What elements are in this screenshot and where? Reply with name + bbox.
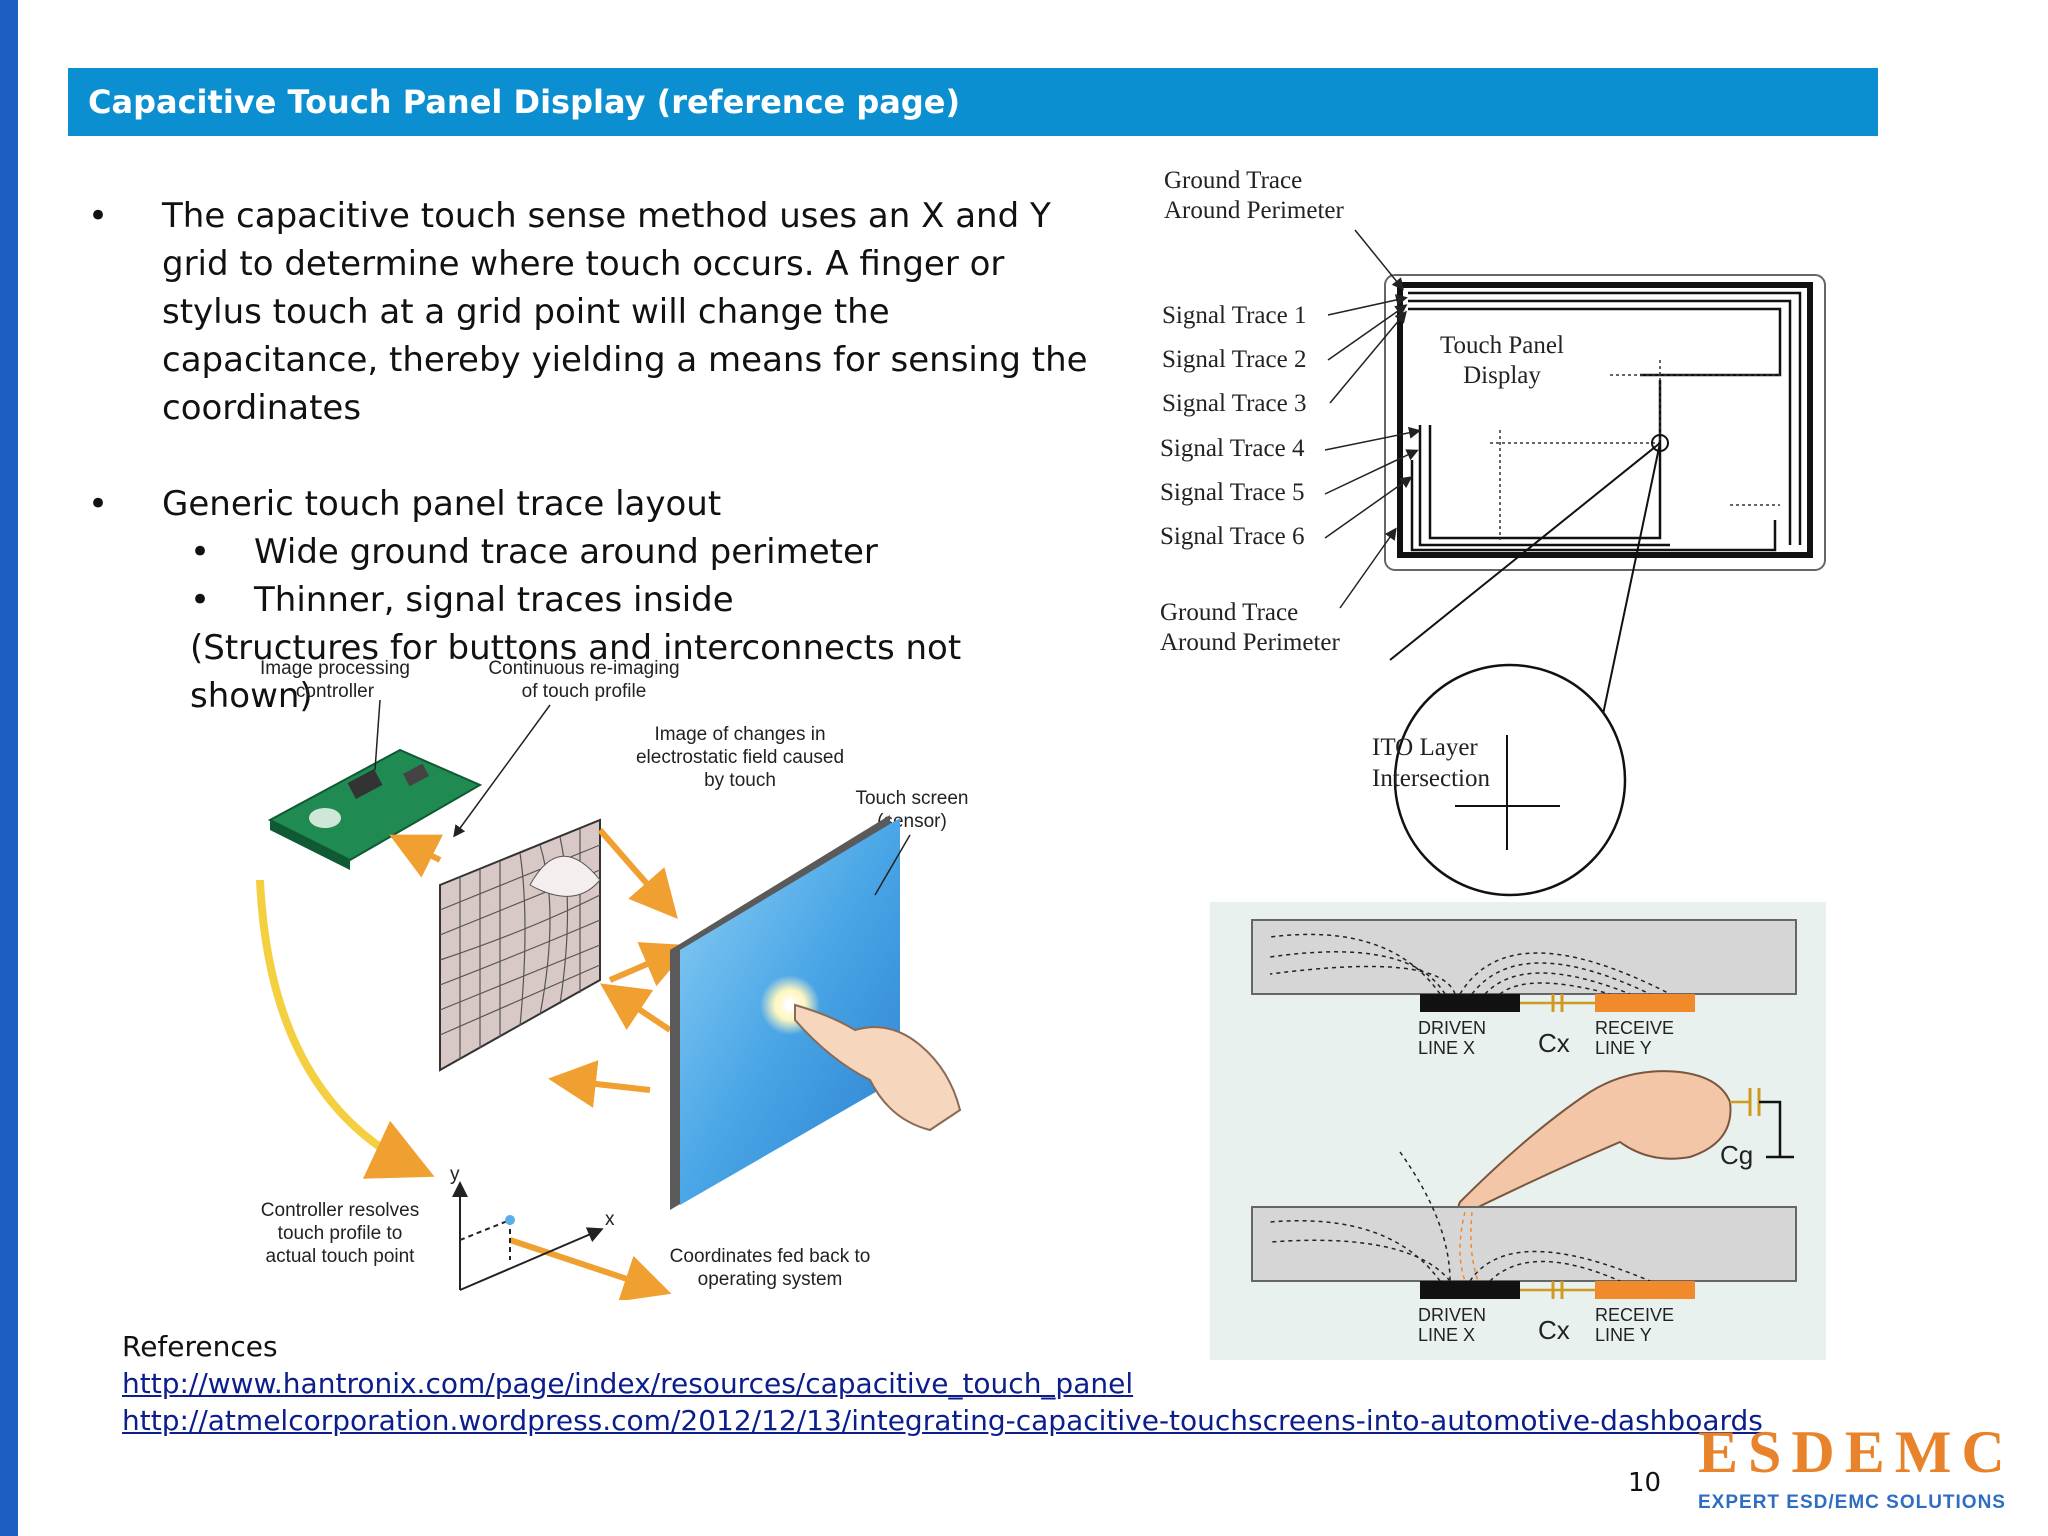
label-signal-trace: Signal Trace 1 (1162, 302, 1306, 329)
label-touch-panel: Display (1463, 362, 1541, 389)
receive-label: LINE Y (1595, 1325, 1652, 1345)
receive-label: LINE Y (1595, 1038, 1652, 1058)
field-lines-top (1269, 933, 1671, 995)
reference-link-atmel[interactable]: http://atmelcorporation.wordpress.com/20… (122, 1404, 1763, 1437)
bullet-dot: • (88, 196, 109, 236)
field-grid (439, 818, 601, 1072)
driven-label: LINE X (1418, 1325, 1475, 1345)
label-ground-top: Ground Trace (1164, 167, 1302, 194)
receive-line-bottom (1595, 1281, 1695, 1299)
label-ito: ITO Layer (1372, 734, 1478, 761)
page-title: Capacitive Touch Panel Display (referenc… (88, 83, 961, 121)
cx-label: Cx (1538, 1028, 1570, 1058)
touch-intersection (1651, 434, 1669, 452)
sensor-glass-bottom (1251, 1206, 1797, 1282)
zoom-line (1389, 442, 1661, 661)
label-controller: controller (296, 681, 375, 702)
label-touch-screen: Touch screen (855, 788, 968, 809)
label-resolves: touch profile to (278, 1223, 403, 1244)
sensor-glass-top (1251, 919, 1797, 995)
label-ground-bottom: Ground Trace (1160, 599, 1298, 626)
sub-bullet-item: • Wide ground trace around perimeter (190, 528, 1090, 576)
bullet-dot: • (190, 532, 211, 572)
driven-label: DRIVEN (1418, 1018, 1486, 1038)
ito-zoom-circle (1393, 663, 1627, 897)
bullet-text-1: The capacitive touch sense method uses a… (162, 196, 1088, 428)
references-section: References http://www.hantronix.com/page… (122, 1328, 1763, 1439)
leader-arrows (1324, 229, 1421, 609)
label-reimaging: Continuous re-imaging (488, 658, 679, 679)
bullet-item: • Generic touch panel trace layout (80, 480, 1090, 528)
label-touch-panel: Touch Panel (1440, 332, 1564, 359)
touch-process-illustration: Image processing controller Continuous r… (256, 658, 969, 1300)
controller-board (267, 748, 483, 870)
label-coordinates: operating system (698, 1269, 843, 1290)
label-signal-trace: Signal Trace 2 (1162, 346, 1306, 373)
field-lines-finger (1459, 1211, 1479, 1282)
touch-screen-sensor (670, 815, 900, 1210)
logo-tagline: EXPERT ESD/EMC SOLUTIONS (1698, 1492, 2006, 1513)
cx-label: Cx (1538, 1315, 1570, 1345)
driven-label: LINE X (1418, 1038, 1475, 1058)
sub-bullet-item: • Thinner, signal traces inside (190, 576, 1090, 624)
label-ground-bottom: Around Perimeter (1160, 629, 1340, 656)
logo-main-text: ESDEMC (1698, 1419, 2015, 1485)
esdemc-logo: ESDEMC EXPERT ESD/EMC SOLUTIONS (1698, 1420, 2034, 1530)
label-resolves: actual touch point (266, 1246, 416, 1267)
driven-line-top (1420, 994, 1520, 1012)
left-accent-bar (0, 0, 18, 1536)
receive-label: RECEIVE (1595, 1305, 1674, 1325)
cg-label: Cg (1720, 1140, 1753, 1170)
sub-bullet-text-1: Wide ground trace around perimeter (254, 532, 878, 572)
sub-bullet-text-2: Thinner, signal traces inside (254, 580, 734, 620)
bullet-dot: • (88, 484, 109, 524)
touch-point-marker (505, 1215, 515, 1225)
leader-line (453, 704, 551, 838)
label-changes: electrostatic field caused (636, 747, 844, 768)
label-signal-trace: Signal Trace 6 (1160, 523, 1304, 550)
label-controller: Image processing (260, 658, 410, 679)
touch-finger (794, 1003, 962, 1132)
process-arrows (256, 828, 692, 1300)
note-text: (Structures for buttons and interconnect… (190, 628, 962, 716)
ground-trace (1397, 282, 1813, 558)
label-changes: by touch (704, 770, 776, 791)
label-ito: Intersection (1372, 765, 1491, 792)
label-resolves: Controller resolves (261, 1200, 419, 1221)
bullet-list: • The capacitive touch sense method uses… (80, 192, 1090, 720)
bullet-text-2: Generic touch panel trace layout (162, 484, 722, 524)
label-signal-trace: Signal Trace 4 (1160, 435, 1305, 462)
mutual-capacitance-diagram: DRIVEN LINE X Cx RECEIVE LINE Y Cg DRIVE… (1210, 902, 1826, 1360)
reference-link-hantronix[interactable]: http://www.hantronix.com/page/index/reso… (122, 1367, 1134, 1400)
coordinate-axes (452, 1181, 604, 1291)
leader-line (874, 834, 911, 896)
label-ground-top: Around Perimeter (1164, 197, 1344, 224)
label-coordinates: Coordinates fed back to (670, 1246, 871, 1267)
bullet-dot: • (190, 580, 211, 620)
grid-dotted-lines (1490, 360, 1780, 540)
label-changes: Image of changes in (654, 724, 825, 745)
label-signal-trace: Signal Trace 3 (1162, 390, 1306, 417)
finger-icon (1457, 1070, 1732, 1214)
label-reimaging: of touch profile (522, 681, 647, 702)
field-lines-bottom (1269, 1151, 1651, 1282)
ground-symbol (1759, 1100, 1794, 1159)
page-number: 10 (1628, 1468, 1662, 1498)
driven-line-bottom (1420, 1281, 1520, 1299)
axis-x-label: x (605, 1209, 615, 1230)
axis-y-label: y (450, 1164, 460, 1185)
receive-label: RECEIVE (1595, 1018, 1674, 1038)
driven-label: DRIVEN (1418, 1305, 1486, 1325)
label-signal-trace: Signal Trace 5 (1160, 479, 1304, 506)
receive-line-top (1595, 994, 1695, 1012)
leader-line (374, 699, 381, 771)
trace-layout-diagram: Ground Trace Around Perimeter Signal Tra… (1160, 167, 1826, 897)
references-heading: References (122, 1330, 278, 1363)
title-bar: Capacitive Touch Panel Display (referenc… (68, 68, 1878, 136)
signal-traces (1408, 291, 1802, 552)
bullet-item: • The capacitive touch sense method uses… (80, 192, 1090, 432)
panel-outline (1384, 274, 1826, 571)
